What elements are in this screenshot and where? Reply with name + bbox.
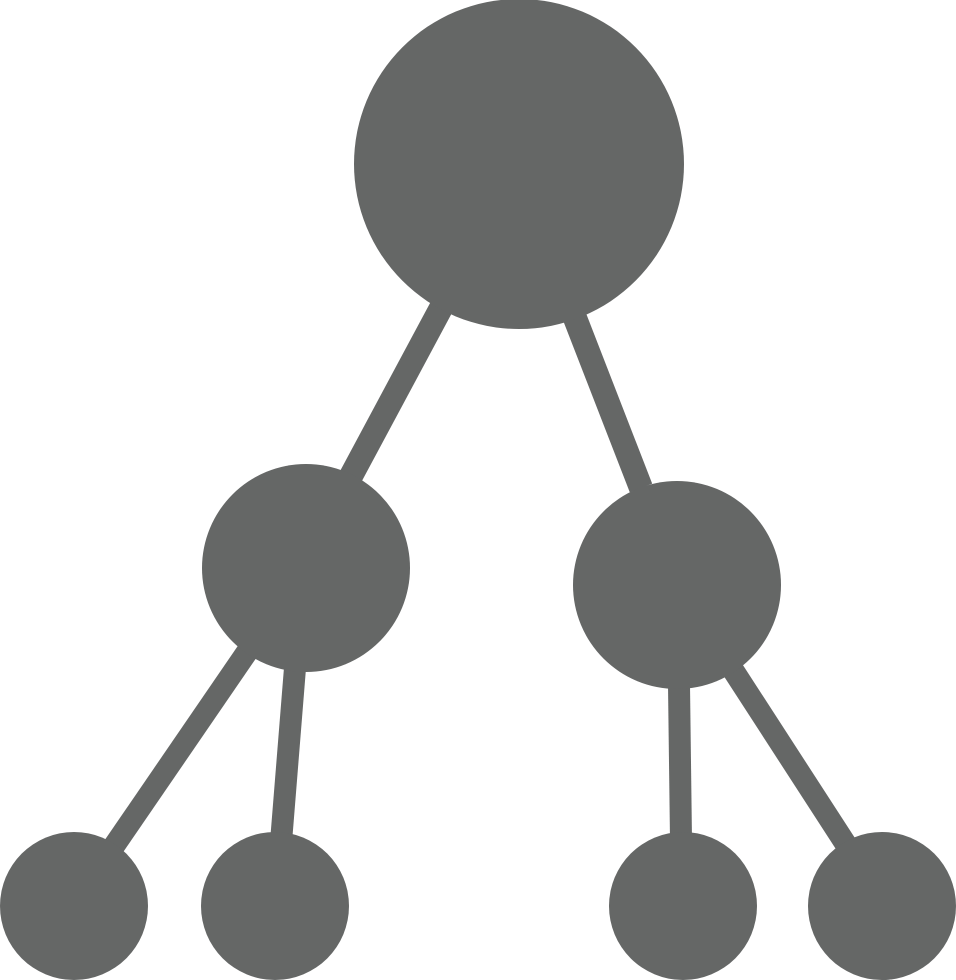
child-node-left <box>202 464 410 672</box>
leaf-node-3 <box>609 832 757 980</box>
edge-right-to-leaf-3 <box>668 684 692 841</box>
edge-left-to-leaf-2 <box>270 667 306 843</box>
tree-edges <box>104 302 857 853</box>
child-node-right <box>573 481 781 689</box>
edge-root-to-right <box>563 313 653 493</box>
root-node <box>354 0 684 329</box>
edge-right-to-leaf-4 <box>723 664 857 852</box>
leaf-node-4 <box>808 832 956 980</box>
edge-root-to-left <box>340 302 452 482</box>
leaf-node-1 <box>0 832 148 980</box>
edge-left-to-leaf-1 <box>104 645 257 853</box>
leaf-node-2 <box>201 832 349 980</box>
